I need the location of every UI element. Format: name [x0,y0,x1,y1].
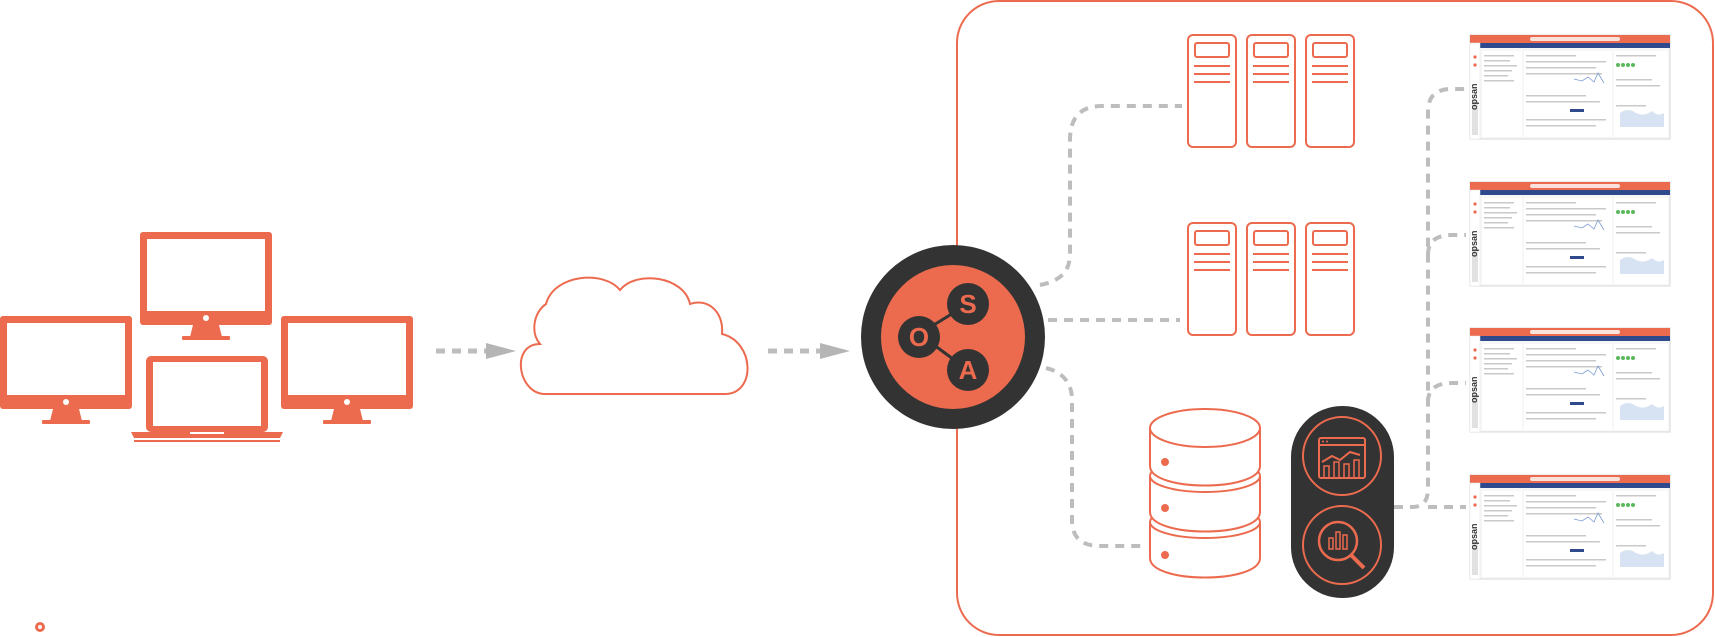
dashboard-screenshot-icon [1469,474,1671,580]
marker-dot-icon [35,622,45,632]
dashboard-brand: opsan [1469,376,1479,403]
client-devices [0,232,413,442]
hub-letter-a: A [959,355,978,385]
laptop-icon [131,356,283,442]
desktop-monitor-icon [0,316,132,424]
server-rack-icon [1305,222,1355,336]
dashboard-brand: opsan [1469,83,1479,110]
server-rack-icon [1187,34,1237,148]
server-rack-icon [1305,34,1355,148]
desktop-monitor-icon [140,232,272,340]
hub-letter-o: O [909,322,929,352]
connector-arrow [768,343,850,359]
magnify-chart-icon [1302,505,1382,585]
hub-letter-s: S [959,289,976,319]
dashboard-brand: opsan [1469,230,1479,257]
database-icon [1149,408,1261,579]
analytics-chart-icon [1302,416,1382,496]
server-rack-icon [1246,34,1296,148]
osa-hub-node: S O A [861,245,1045,429]
dashboard-screenshot-icon [1469,327,1671,433]
dashboard-output: opsan [1469,34,1671,140]
dashboard-brand: opsan [1469,523,1479,550]
dashboard-output: opsan [1469,474,1671,580]
analytics-module [1291,406,1394,598]
server-rack-icon [1246,222,1296,336]
dashboard-screenshot-icon [1469,181,1671,287]
connector-lines [1039,87,1466,548]
server-rack-icon [1187,222,1237,336]
server-group-top [1187,34,1355,148]
server-group-middle [1187,222,1355,336]
dashboard-output: opsan [1469,327,1671,433]
dashboard-screenshot-icon [1469,34,1671,140]
cloud-icon [519,276,749,395]
dashboard-output: opsan [1469,181,1671,287]
connector-arrow [436,343,516,359]
desktop-monitor-icon [281,316,413,424]
